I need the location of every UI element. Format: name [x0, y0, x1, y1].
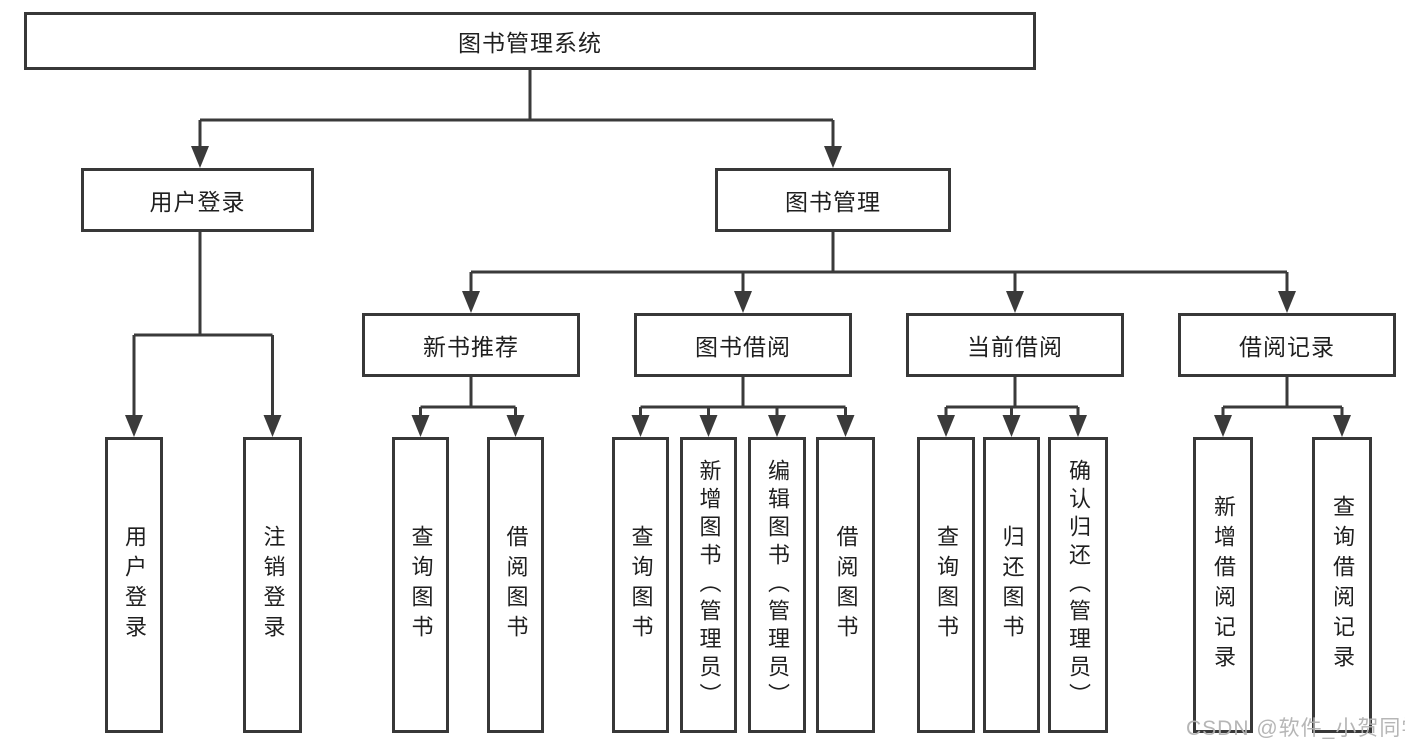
leaf-newbook-query-book-label: 查询图书 [408, 525, 434, 645]
leaf-borrow-add-book-admin-label: 新增图书（管理员） [696, 459, 722, 711]
node-new-book-recommend: 新书推荐 [362, 313, 580, 377]
node-current-borrow-label: 当前借阅 [967, 334, 1063, 360]
leaf-current-query-book-label: 查询图书 [934, 525, 959, 645]
node-book-borrow-label: 图书借阅 [695, 334, 791, 360]
leaf-borrow-borrow-book: 借阅图书 [816, 437, 875, 733]
node-user-login: 用户登录 [81, 168, 314, 232]
leaf-newbook-borrow-book-label: 借阅图书 [503, 525, 529, 645]
leaf-borrow-edit-book-admin-label: 编辑图书（管理员） [765, 459, 790, 711]
node-new-book-recommend-label: 新书推荐 [423, 334, 519, 360]
leaf-newbook-borrow-book: 借阅图书 [487, 437, 544, 733]
leaf-current-return-book-label: 归还图书 [999, 525, 1025, 645]
node-current-borrow: 当前借阅 [906, 313, 1124, 377]
leaf-record-add-record-label: 新增借阅记录 [1211, 495, 1236, 675]
leaf-current-return-book: 归还图书 [983, 437, 1040, 733]
node-root-system: 图书管理系统 [24, 12, 1036, 70]
leaf-user-login-label: 用户登录 [122, 525, 147, 645]
node-book-management: 图书管理 [715, 168, 951, 232]
node-user-login-label: 用户登录 [149, 189, 246, 215]
leaf-borrow-add-book-admin: 新增图书（管理员） [680, 437, 737, 733]
leaf-record-query-record-label: 查询借阅记录 [1330, 495, 1355, 675]
leaf-current-confirm-return-admin-label: 确认归还（管理员） [1066, 459, 1091, 711]
csdn-watermark: CSDN @软件_小贺同学 [1186, 717, 1405, 740]
leaf-borrow-query-book-label: 查询图书 [628, 525, 654, 645]
node-borrow-record: 借阅记录 [1178, 313, 1396, 377]
leaf-borrow-edit-book-admin: 编辑图书（管理员） [748, 437, 806, 733]
leaf-borrow-query-book: 查询图书 [612, 437, 669, 733]
node-book-management-label: 图书管理 [785, 189, 881, 215]
leaf-user-login: 用户登录 [105, 437, 163, 733]
leaf-current-confirm-return-admin: 确认归还（管理员） [1048, 437, 1108, 733]
leaf-logout-label: 注销登录 [260, 525, 286, 645]
node-borrow-record-label: 借阅记录 [1239, 334, 1335, 360]
leaf-borrow-borrow-book-label: 借阅图书 [833, 525, 859, 645]
node-book-borrow: 图书借阅 [634, 313, 852, 377]
leaf-logout: 注销登录 [243, 437, 302, 733]
leaf-newbook-query-book: 查询图书 [392, 437, 449, 733]
leaf-record-query-record: 查询借阅记录 [1312, 437, 1372, 733]
leaf-current-query-book: 查询图书 [917, 437, 975, 733]
node-root-system-label: 图书管理系统 [458, 30, 602, 56]
leaf-record-add-record: 新增借阅记录 [1193, 437, 1253, 733]
